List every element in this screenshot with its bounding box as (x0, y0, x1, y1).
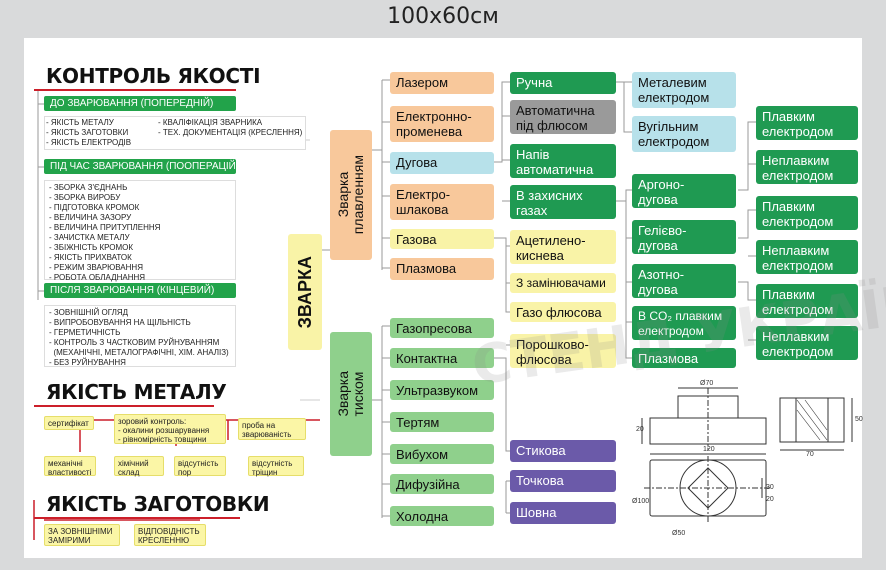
contact-spot: Точкова (510, 470, 616, 492)
metal-no-pores: відсутність пор (174, 456, 226, 477)
pair-nonconsumable-3: Неплавким електродом (756, 326, 858, 360)
dim-s30: 30 (766, 484, 774, 491)
blank-drawing-match: ВІДПОВІДНІСТЬ КРЕСЛЕННЮ (134, 524, 206, 546)
method-friction: Тертям (390, 412, 494, 432)
dim-h20: 20 (636, 426, 644, 433)
gas-substitutes: З замінювачами (510, 273, 616, 293)
arc-semi-automatic: Напів автоматична (510, 144, 616, 178)
pair-nonconsumable-1: Неплавким електродом (756, 150, 858, 184)
method-arc: Дугова (390, 152, 494, 174)
blank-title-underline (34, 517, 240, 519)
dim-h50: 50 (855, 416, 863, 423)
quality-title-underline (34, 89, 236, 91)
metal-no-cracks: відсутність тріщин (248, 456, 304, 477)
method-diffusion: Дифузійна (390, 474, 494, 494)
pair-consumable-1: Плавким електродом (756, 106, 858, 140)
blank-external-measure: ЗА ЗОВНІШНІМИ ЗАМІРИМИ (44, 524, 120, 546)
method-gas-press: Газопресова (390, 318, 494, 338)
metal-certificate: сертифікат (44, 416, 94, 430)
electrode-carbon: Вугільним електродом (632, 116, 736, 152)
arc-shield-gas: В захисних газах (510, 185, 616, 219)
pair-consumable-2: Плавким електродом (756, 196, 858, 230)
pair-consumable-3: Плавким електродом (756, 284, 858, 318)
gas-flux: Газо флюсова (510, 302, 616, 322)
dim-w70: 70 (806, 451, 814, 458)
dim-w120: 120 (703, 446, 715, 453)
method-gas: Газова (390, 229, 494, 249)
dim-d70: Ø70 (700, 380, 714, 387)
before-welding-list-1: - ЯКІСТЬ МЕТАЛУ - ЯКІСТЬ ЗАГОТОВКИ - ЯКІ… (46, 118, 132, 148)
during-welding-band: ПІД ЧАС ЗВАРЮВАННЯ (ПООПЕРАЦІЙНИЙ) (44, 159, 236, 174)
method-electron-beam: Електронно- променева (390, 106, 494, 142)
after-welding-list: - ЗОВНІШНІЙ ОГЛЯД - ВИПРОБОВУВАННЯ НА ЩІ… (44, 305, 236, 367)
method-ultrasound: Ультразвуком (390, 380, 494, 400)
metal-title-underline (34, 405, 214, 407)
metal-mechanical: механічні властивості (44, 456, 96, 477)
electrode-metal: Металевим електродом (632, 72, 736, 108)
shield-helium-arc: Гелієво- дугова (632, 220, 736, 254)
welding-main-box: ЗВАРКА (288, 234, 322, 350)
after-welding-band: ПІСЛЯ ЗВАРЮВАННЯ (КІНЦЕВИЙ) (44, 283, 236, 298)
metal-visual-control: зоровий контроль: - окалини розшарування… (114, 414, 226, 444)
size-header: 100х60см (387, 4, 499, 29)
dim-d100: Ø100 (632, 498, 650, 505)
fusion-welding-box: Зварка плавленням (330, 130, 372, 260)
method-laser: Лазером (390, 72, 494, 94)
shield-plasma: Плазмова (632, 348, 736, 368)
welding-main-label: ЗВАРКА (294, 255, 315, 329)
quality-title: КОНТРОЛЬ ЯКОСТІ (46, 64, 261, 88)
pressure-welding-label: Зварка тиском (335, 371, 366, 417)
metal-weldability-test: проба на зварюваність (238, 418, 306, 440)
shield-argon-arc: Аргоно- дугова (632, 174, 736, 208)
pressure-welding-box: Зварка тиском (330, 332, 372, 456)
before-welding-band: ДО ЗВАРЮВАННЯ (ПОПЕРЕДНІЙ) (44, 96, 236, 111)
shield-co2-electrode: В CO₂ плавким електродом (632, 306, 736, 340)
shield-nitrogen-arc: Азотно- дугова (632, 264, 736, 298)
gas-powder-flux: Порошково- флюсова (510, 334, 616, 368)
dim-d50: Ø50 (672, 530, 686, 537)
arc-manual: Ручна (510, 72, 616, 94)
contact-butt: Стикова (510, 440, 616, 462)
fusion-welding-label: Зварка плавленням (335, 155, 366, 235)
metal-chemical: хімічний склад (114, 456, 164, 477)
method-cold: Холодна (390, 506, 494, 526)
method-electroslag: Електро- шлакова (390, 184, 494, 220)
method-explosion: Вибухом (390, 444, 494, 464)
dim-s20: 20 (766, 496, 774, 503)
method-plasma: Плазмова (390, 258, 494, 280)
before-welding-list-2: - КВАЛІФІКАЦІЯ ЗВАРНИКА - ТЕХ. ДОКУМЕНТА… (158, 118, 303, 138)
pair-nonconsumable-2: Неплавким електродом (756, 240, 858, 274)
contact-seam: Шовна (510, 502, 616, 524)
gas-acetylene-oxygen: Ацетилено- киснева (510, 230, 616, 264)
method-contact: Контактна (390, 348, 494, 368)
during-welding-list: - ЗБОРКА З'ЄДНАНЬ - ЗБОРКА ВИРОБУ - ПІДГ… (44, 180, 236, 282)
arc-automatic-flux: Автоматична під флюсом (510, 100, 616, 134)
blank-quality-title: ЯКІСТЬ ЗАГОТОВКИ (46, 492, 270, 516)
metal-quality-title: ЯКІСТЬ МЕТАЛУ (46, 380, 227, 404)
